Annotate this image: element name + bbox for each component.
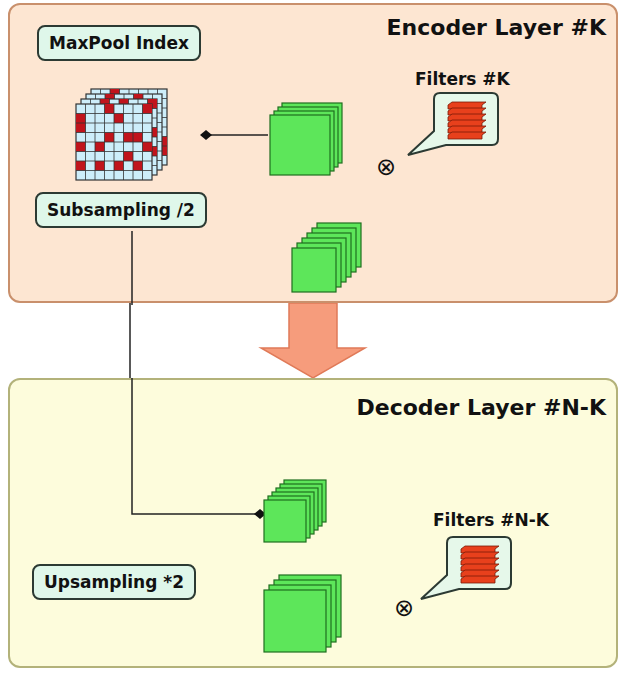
feature-map [264, 500, 306, 542]
max-cell [105, 133, 115, 143]
feature-map [292, 248, 336, 292]
box-label: Upsampling *2 [44, 572, 184, 592]
grid-line [76, 142, 152, 143]
label-box: Subsampling /2 [35, 192, 207, 228]
max-cell [143, 104, 153, 114]
grid-line [142, 104, 143, 180]
filter-plate [448, 132, 486, 139]
max-cell [76, 114, 86, 124]
max-cell [76, 161, 86, 171]
layer-title: Decoder Layer #N-K [357, 395, 607, 420]
speech-bubble [421, 537, 511, 599]
encoder-panel: Encoder Layer #K MaxPool IndexSubsampling… [8, 3, 618, 303]
max-cell [114, 114, 124, 124]
filter-bank-icon [408, 93, 498, 155]
max-cell [95, 142, 105, 152]
feature-map [270, 115, 330, 175]
feature-map [264, 590, 326, 652]
grid-line [123, 104, 124, 180]
max-cell [105, 104, 115, 114]
grid-layer [76, 104, 152, 180]
link-diamond [200, 130, 212, 140]
flow-arrow [261, 303, 365, 378]
index-link-line [129, 300, 131, 382]
max-cell [133, 133, 143, 143]
label-box: MaxPool Index [37, 25, 201, 61]
grid-line [133, 104, 134, 180]
label-box: Upsampling *2 [32, 564, 196, 600]
grid-line [76, 151, 152, 152]
feature-map-stack [292, 223, 361, 292]
index-link-line [206, 134, 268, 136]
max-cell [133, 161, 143, 171]
convolution-symbol: ⊗ [394, 596, 414, 620]
speech-bubble [408, 93, 498, 155]
feature-map-stack [270, 103, 342, 175]
grid-line [76, 161, 152, 162]
max-cell [76, 142, 86, 152]
filter-label: Filters #K [415, 69, 510, 89]
max-cell [115, 161, 125, 171]
max-cell [124, 152, 134, 162]
filter-plate [461, 576, 499, 583]
max-cell [95, 161, 105, 171]
max-cell [114, 161, 124, 171]
filter-bank-icon [421, 537, 511, 599]
filter-label: Filters #N-K [433, 510, 549, 530]
feature-map-stack [264, 575, 341, 652]
maxpool-index-grid [76, 89, 167, 180]
index-link-line [131, 231, 133, 305]
layer-title: Encoder Layer #K [387, 15, 606, 40]
max-cell [76, 123, 86, 133]
grid-line [76, 170, 152, 171]
max-cell [124, 133, 134, 143]
box-label: MaxPool Index [49, 33, 189, 53]
decoder-panel: Decoder Layer #N-K Upsampling *2 Filters #… [8, 378, 618, 668]
max-cell [143, 142, 153, 152]
max-cell [143, 104, 153, 114]
box-label: Subsampling /2 [47, 200, 195, 220]
max-cell [124, 132, 134, 142]
index-link-line [132, 378, 256, 514]
feature-map-stack [264, 480, 326, 542]
convolution-symbol: ⊗ [376, 155, 396, 179]
